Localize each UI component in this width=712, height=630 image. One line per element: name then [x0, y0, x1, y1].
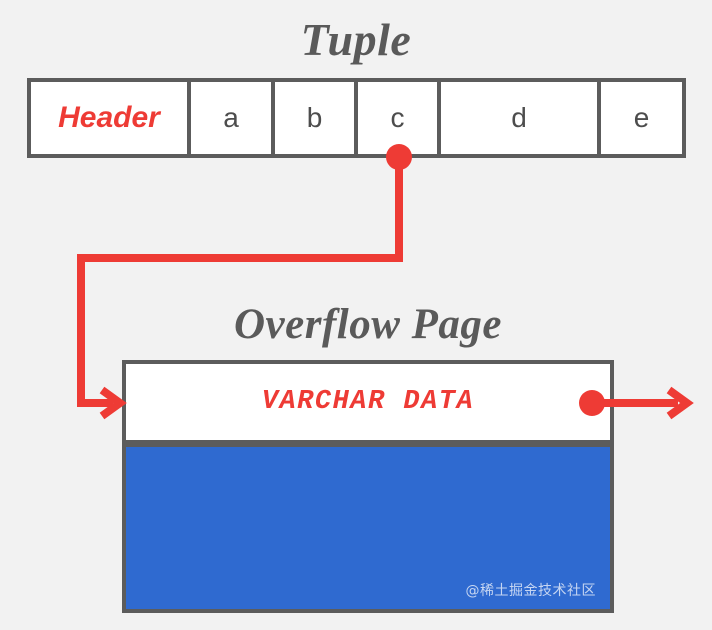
tuple-cell-e[interactable]: e: [601, 82, 682, 154]
watermark-text: @稀土掘金技术社区: [465, 583, 596, 599]
tuple-cell-header[interactable]: Header: [31, 82, 191, 154]
tuple-cell-d[interactable]: d: [441, 82, 601, 154]
overflow-page: VARCHAR DATA @稀土掘金技术社区: [122, 360, 614, 613]
overflow-page-body-box: @稀土掘金技术社区: [122, 443, 614, 613]
tuple-title: Tuple: [300, 14, 412, 65]
tuple-cell-a[interactable]: a: [191, 82, 275, 154]
overflow-page-title: Overflow Page: [233, 301, 502, 348]
tuple-cell-b[interactable]: b: [275, 82, 358, 154]
tuple-row: Header a b c d e: [27, 78, 686, 158]
pointer-arrowhead-overflow-next: [666, 386, 694, 420]
overflow-page-header-box: VARCHAR DATA: [122, 360, 614, 444]
varchar-data-label: VARCHAR DATA: [261, 387, 475, 417]
tuple-cell-c[interactable]: c: [358, 82, 441, 154]
pointer-arrowhead-into-overflow: [99, 386, 127, 420]
